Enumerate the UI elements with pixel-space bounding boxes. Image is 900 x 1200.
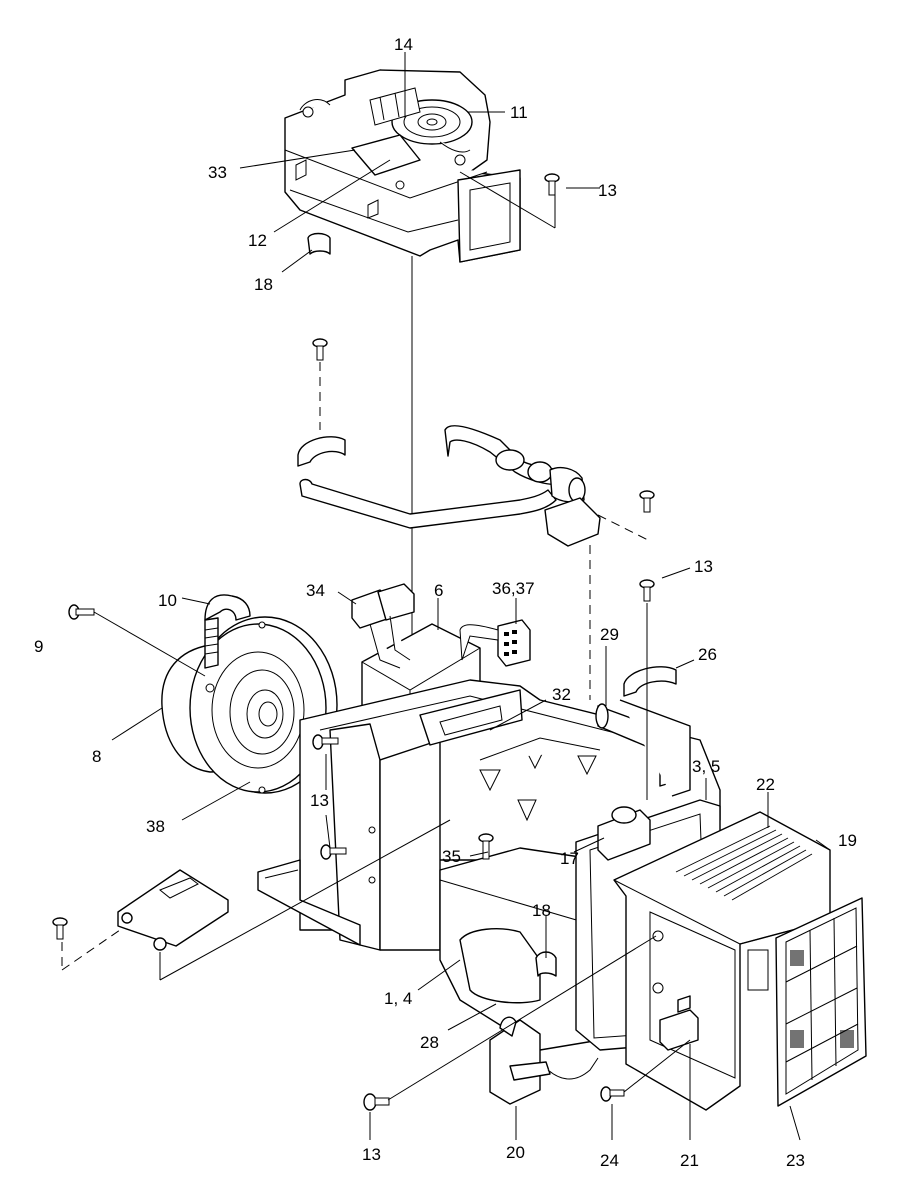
screw-lower-left <box>52 917 68 940</box>
callout-11: 11 <box>510 103 528 122</box>
blower-fan-assembly <box>68 594 338 794</box>
callout-17: 17 <box>560 849 579 868</box>
grille-22 <box>675 825 813 901</box>
clamp-upper-left <box>297 436 346 467</box>
filter-23 <box>775 897 867 1107</box>
screw-upper-left <box>312 338 328 361</box>
callout-13-top: 13 <box>598 181 617 200</box>
hose-pipe-assembly <box>299 425 601 547</box>
callout-labels: 14 11 33 13 12 18 10 34 6 36,37 13 9 29 … <box>34 35 857 1170</box>
callout-32: 32 <box>552 685 571 704</box>
callout-18-lower: 18 <box>532 901 551 920</box>
clip-18-top <box>307 232 331 255</box>
screw-35 <box>478 833 494 860</box>
callout-22: 22 <box>756 775 775 794</box>
connector-36-37 <box>459 619 531 667</box>
actuator-20 <box>489 1016 599 1105</box>
callout-36-37: 36,37 <box>492 579 535 598</box>
screw-13-top <box>544 173 560 196</box>
callout-9: 9 <box>34 637 43 656</box>
callout-20: 20 <box>506 1143 525 1162</box>
callout-29: 29 <box>600 625 619 644</box>
callout-10: 10 <box>158 591 177 610</box>
callout-34: 34 <box>306 581 325 600</box>
connector-34 <box>351 583 415 669</box>
screw-13-bottom <box>363 1093 390 1111</box>
screw-hose-right <box>639 490 655 513</box>
callout-18-top: 18 <box>254 275 273 294</box>
callout-12: 12 <box>248 231 267 250</box>
callout-3-5: 3, 5 <box>692 757 720 776</box>
callout-21: 21 <box>680 1151 699 1170</box>
screw-13-left <box>312 734 339 750</box>
callout-13-mid-right: 13 <box>694 557 713 576</box>
callout-38: 38 <box>146 817 165 836</box>
callout-24: 24 <box>600 1151 619 1170</box>
callout-1-4: 1, 4 <box>384 989 412 1008</box>
clip-26 <box>623 666 677 697</box>
callout-19: 19 <box>838 831 857 850</box>
callout-13-bottom: 13 <box>362 1145 381 1164</box>
blower-housing-assembly <box>284 69 521 263</box>
callout-6: 6 <box>434 581 443 600</box>
callout-14: 14 <box>394 35 413 54</box>
callout-26: 26 <box>698 645 717 664</box>
screw-13-left-lower <box>320 844 347 860</box>
cover-19 <box>613 811 831 1111</box>
screw-24 <box>600 1086 625 1102</box>
bracket-lower-left <box>117 869 229 951</box>
callout-33: 33 <box>208 163 227 182</box>
callout-8: 8 <box>92 747 101 766</box>
screw-13-mid-right <box>639 579 655 602</box>
callout-35: 35 <box>442 847 461 866</box>
leader-lines <box>93 52 831 1141</box>
callout-13-left: 13 <box>310 791 329 810</box>
callout-23: 23 <box>786 1151 805 1170</box>
callout-28: 28 <box>420 1033 439 1052</box>
